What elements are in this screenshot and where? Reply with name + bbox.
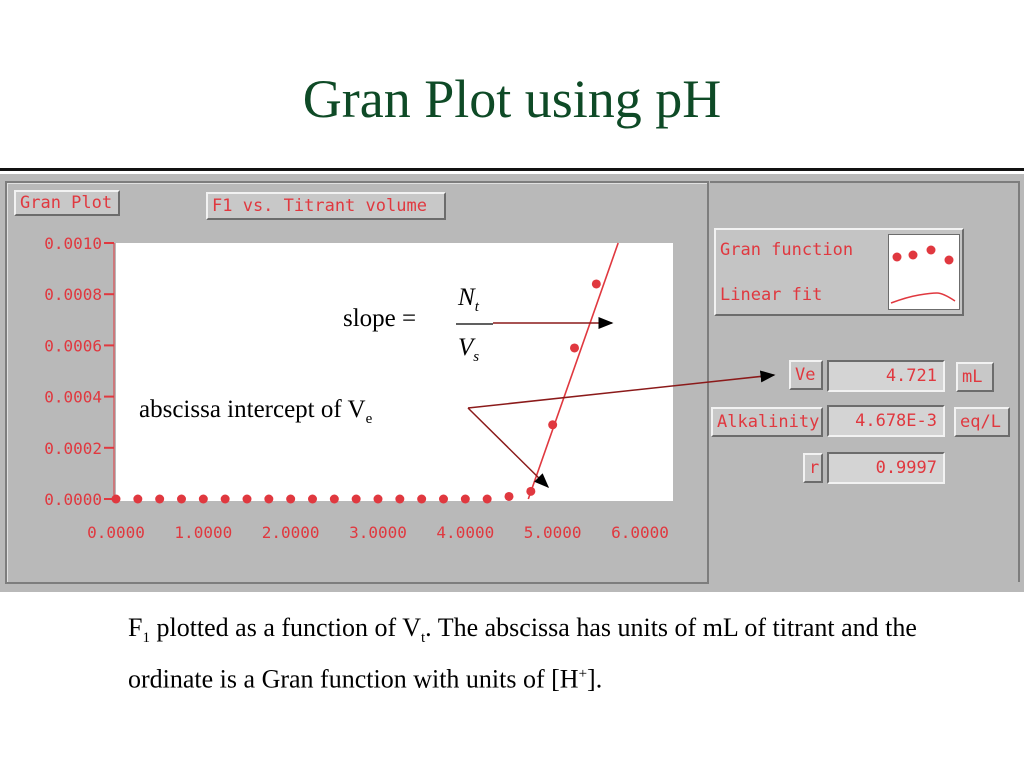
- x-tick-label: 3.0000: [349, 523, 407, 542]
- legend-dot: [892, 252, 902, 262]
- title-divider: [0, 168, 1024, 171]
- slide-title: Gran Plot using pH: [302, 69, 722, 129]
- ve-value: 4.721: [827, 360, 945, 392]
- gran-chart: 0.0000 0.0002 0.0004 0.0006 0.0008 0.0010 0.0…: [44, 234, 673, 542]
- y-tick-label: 0.0002: [44, 439, 102, 458]
- data-point: [373, 494, 383, 504]
- x-axis: 0.0000 1.0000 2.0000 3.0000 4.0000 5.0000 6.00…: [87, 523, 669, 542]
- data-point: [198, 494, 208, 504]
- y-tick-label: 0.0010: [44, 234, 102, 253]
- legend-dot: [944, 255, 954, 265]
- y-tick-label: 0.0006: [44, 336, 102, 355]
- data-point: [460, 494, 470, 504]
- ve-unit: mL: [956, 362, 994, 392]
- legend-dot: [908, 250, 918, 260]
- slope-numerator: Nt: [458, 284, 479, 315]
- plot-type-menu[interactable]: F1 vs. Titrant volume: [206, 192, 446, 220]
- data-point: [133, 494, 143, 504]
- data-point: [286, 494, 296, 504]
- data-point: [395, 494, 405, 504]
- legend: Gran function Linear fit: [714, 228, 964, 316]
- alkalinity-unit: eq/L: [954, 407, 1010, 437]
- ve-label: Ve: [789, 360, 823, 390]
- x-tick-label: 2.0000: [262, 523, 320, 542]
- data-point: [308, 494, 317, 504]
- legend-gran-label: Gran function: [720, 240, 854, 260]
- y-tick-label: 0.0004: [44, 388, 102, 407]
- data-point: [351, 494, 361, 504]
- data-point: [177, 494, 186, 504]
- alkalinity-label: Alkalinity: [711, 407, 823, 437]
- x-tick-label: 0.0000: [87, 523, 145, 542]
- plot-area: [116, 243, 673, 501]
- slope-denominator: Vs: [458, 334, 480, 365]
- y-tick-label: 0.0008: [44, 285, 102, 304]
- slide-caption: F1 plotted as a function of Vt. The absc…: [128, 613, 917, 694]
- data-point: [482, 494, 492, 504]
- data-point: [570, 343, 579, 353]
- data-point: [548, 420, 558, 430]
- data-point: [329, 494, 339, 504]
- data-point: [417, 494, 427, 504]
- x-tick-label: 6.0000: [611, 523, 669, 542]
- x-tick-label: 4.0000: [436, 523, 494, 542]
- gran-points: [111, 279, 601, 504]
- y-axis: 0.0000 0.0002 0.0004 0.0006 0.0008 0.0010: [44, 234, 115, 509]
- slope-label: slope =: [343, 305, 417, 332]
- x-tick-label: 5.0000: [524, 523, 582, 542]
- alkalinity-value: 4.678E-3: [827, 405, 945, 437]
- r-label: r: [803, 453, 823, 483]
- data-point: [504, 491, 514, 501]
- legend-fit-line: [890, 292, 956, 304]
- legend-fit-label: Linear fit: [720, 285, 823, 305]
- data-point: [220, 494, 230, 504]
- data-point: [591, 279, 601, 289]
- results-frame: [710, 181, 1020, 582]
- data-point: [155, 494, 165, 504]
- data-point: [526, 486, 536, 496]
- gran-plot-button[interactable]: Gran Plot: [14, 190, 120, 216]
- x-tick-label: 1.0000: [174, 523, 232, 542]
- r-value: 0.9997: [827, 452, 945, 484]
- data-point: [439, 494, 448, 504]
- data-point: [111, 494, 121, 504]
- data-point: [242, 494, 252, 504]
- data-point: [264, 494, 274, 504]
- y-tick-label: 0.0000: [44, 490, 102, 509]
- legend-swatch: [888, 234, 960, 310]
- intercept-label: abscissa intercept of Ve: [139, 396, 373, 427]
- legend-dot: [926, 245, 936, 255]
